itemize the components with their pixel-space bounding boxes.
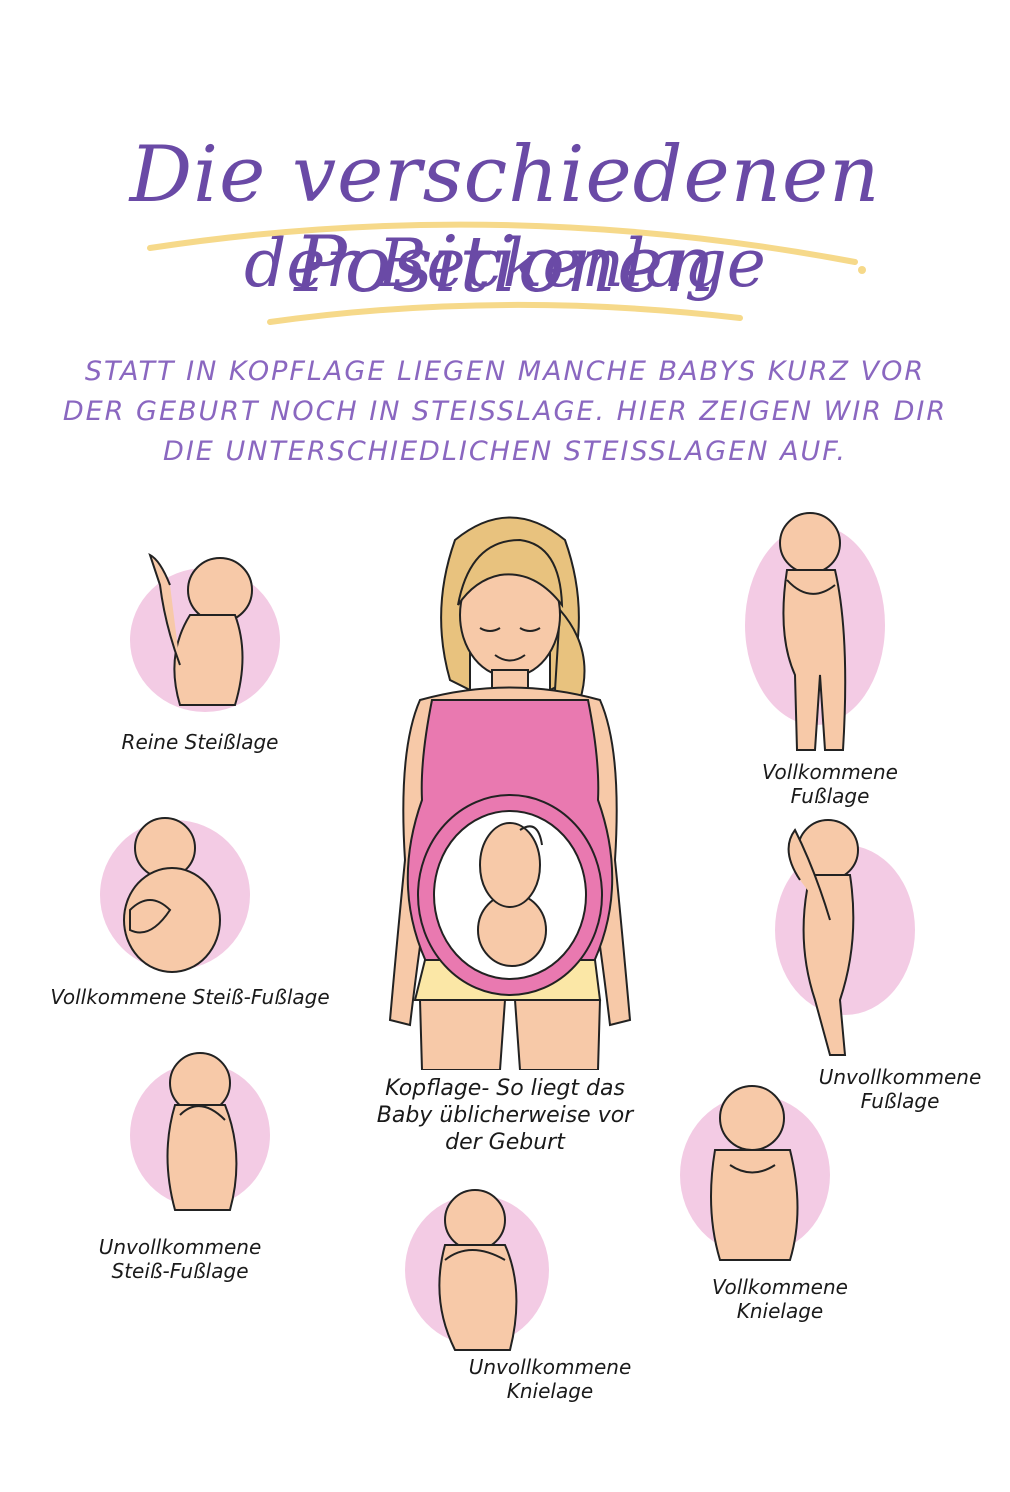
label-unvollkommene-knielage: Unvollkommene Knielage bbox=[468, 1355, 632, 1403]
label-unvollkommene-steiss-fusslage: Unvollkommene Steiß-Fußlage bbox=[98, 1235, 262, 1283]
baby-vollkommene-fusslage-illustration bbox=[745, 512, 885, 751]
pregnant-woman-illustration bbox=[388, 516, 632, 1070]
label-kopflage: Kopflage- So liegt das Baby üblicherweis… bbox=[376, 1076, 634, 1155]
baby-unvollkommene-knielage-illustration bbox=[405, 1189, 549, 1351]
baby-unvollkommene-steiss-fusslage-illustration bbox=[130, 1052, 270, 1211]
baby-vollkommene-steiss-fusslage-illustration bbox=[100, 817, 250, 973]
baby-reine-steisslage-illustration bbox=[130, 553, 280, 712]
intro-text: STATT IN KOPFLAGE LIEGEN MANCHE BABYS KU… bbox=[62, 356, 948, 467]
baby-vollkommene-knielage-illustration bbox=[680, 1085, 830, 1261]
label-vollkommene-steiss-fusslage: Vollkommene Steiß-Fußlage bbox=[50, 985, 330, 1009]
label-reine-steisslage: Reine Steißlage bbox=[121, 730, 279, 754]
title-underline-swoosh bbox=[147, 221, 866, 325]
label-vollkommene-fusslage: Vollkommene Fußlage bbox=[762, 760, 898, 808]
label-unvollkommene-fusslage: Unvollkommene Fußlage bbox=[818, 1065, 982, 1113]
baby-unvollkommene-fusslage-illustration bbox=[775, 819, 915, 1056]
label-vollkommene-knielage: Vollkommene Knielage bbox=[712, 1275, 848, 1323]
